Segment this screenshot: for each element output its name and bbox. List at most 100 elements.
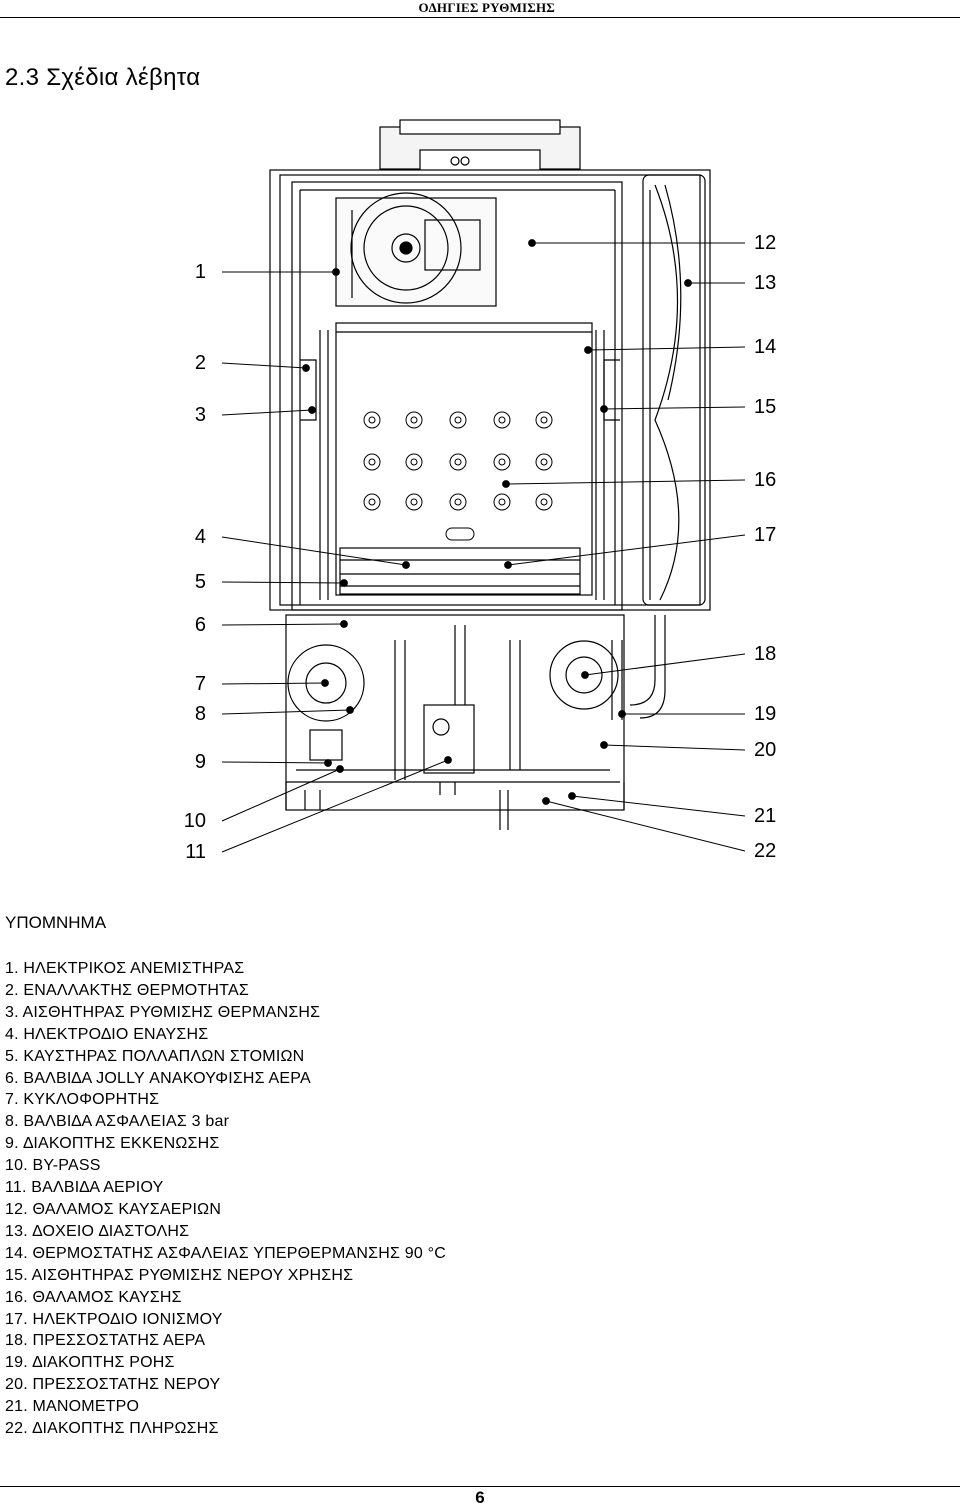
legend-item: 2. ΕΝΑΛΛΑΚΤΗΣ ΘΕΡΜΟΤΗΤΑΣ [5,981,249,999]
leader-dot [542,797,550,805]
callout-label-right: 22 [754,840,777,862]
bottom-connections [304,782,509,830]
expansion-vessel [642,174,706,606]
callout-label-left: 6 [194,614,206,636]
callout-label-left: 9 [194,751,206,773]
legend-item: 14. ΘΕΡΜΟΣΤΑΤΗΣ ΑΣΦΑΛΕΙΑΣ ΥΠΕΡΘΕΡΜΑΝΣΗΣ … [5,1244,446,1262]
leader-line [571,795,746,817]
leader-line [587,346,746,351]
section-title: 2.3 Σχέδια λέβητα [5,64,201,91]
legend-item: 11. ΒΑΛΒΙ∆Α ΑΕΡΙΟΥ [5,1179,164,1197]
leader-dot [618,710,626,718]
legend-item: 17. ΗΛΕΚΤΡΟ∆ΙΟ ΙΟΝΙΣΜΟΥ [5,1310,223,1328]
legend-item: 7. ΚΥΚΛΟΦΟΡΗΤΗΣ [5,1091,160,1109]
fan-assembly [335,192,497,307]
leader-dot [302,364,310,372]
leader-line [221,759,449,853]
burner [339,547,581,595]
page-number: 6 [475,1488,485,1507]
footer-rule [0,1486,960,1487]
legend-item: 16. ΘΑΛΑΜΟΣ ΚΑΥΣΗΣ [5,1288,182,1306]
legend-list: 1. ΗΛΕΚΤΡΙΚΟΣ ΑΝΕΜΙΣΤΗΡΑΣ 2. ΕΝΑΛΛΑΚΤΗΣ Θ… [5,958,446,1440]
legend-item: 4. ΗΛΕΚΤΡΟ∆ΙΟ ΕΝΑΥΣΗΣ [5,1025,209,1043]
leader-dot [332,268,340,276]
legend-title: ΥΠΟΜΝΗΜΑ [5,913,107,932]
callout-label-left: 8 [194,703,206,725]
legend-item: 1. ΗΛΕΚΤΡΙΚΟΣ ΑΝΕΜΙΣΤΗΡΑΣ [5,960,245,977]
burner-holes [363,411,553,541]
leader-dot [528,239,536,247]
side-pipes [300,330,620,600]
callout-label-right: 17 [754,524,777,546]
legend-item: 15. ΑΙΣΘΗΤΗΡΑΣ ΡΥΘΜΙΣΗΣ ΝΕΡΟΥ ΧΡΗΣΗΣ [5,1266,354,1284]
callout-label-left: 1 [194,261,206,283]
leader-dot [581,671,589,679]
callout-label-left: 5 [194,571,206,593]
legend-item: 18. ΠΡΕΣΣΟΣΤΑΤΗΣ ΑΕΡΑ [5,1332,206,1350]
legend-item: 19. ∆ΙΑΚΟΠΤΗΣ ΡΟΗΣ [5,1354,175,1372]
callout-label-right: 13 [754,272,777,294]
boiler-diagram [221,119,746,853]
legend-item: 13. ∆ΟΧΕΙΟ ∆ΙΑΣΤΟΛΗΣ [5,1222,190,1240]
running-header: Ο∆ΗΓΙΕΣ ΡΥΘΜΙΣΗΣ [0,0,960,18]
leader-line [221,768,341,822]
leader-dot [584,346,592,354]
header-rule [0,17,960,18]
leader-line [603,744,746,751]
leader-line [545,800,746,852]
callout-label-left: 4 [194,526,206,548]
leader-line [221,709,351,715]
leader-dot [504,561,512,569]
leader-dot [321,679,329,687]
hydraulic-group [285,614,666,811]
leader-line [221,623,345,626]
leader-dot [600,741,608,749]
leader-dot [346,706,354,714]
leader-dot [568,792,576,800]
leader-line [221,761,329,764]
legend-item: 21. ΜΑΝΟΜΕΤΡΟ [5,1398,140,1416]
leader-line [221,362,307,369]
callout-label-left: 3 [194,404,206,426]
leader-dot [308,406,316,414]
callout-label-right: 19 [754,703,777,725]
legend-item: 3. ΑΙΣΘΗΤΗΡΑΣ ΡΥΘΜΙΣΗΣ ΘΕΡΜΑΝΣΗΣ [5,1003,321,1021]
legend-item: 5. ΚΑΥΣΤΗΡΑΣ ΠΟΛΛΑΠΛΩΝ ΣΤΟΜΙΩΝ [5,1047,305,1065]
leader-dot [336,765,344,773]
leader-line [603,406,746,410]
flue-hood [379,119,581,173]
leader-dot [684,279,692,287]
callout-label-right: 18 [754,643,777,665]
callout-label-right: 12 [754,232,777,254]
legend-item: 6. ΒΑΛΒΙ∆Α JOLLY ΑΝΑΚΟΥΦΙΣΗΣ ΑΕΡΑ [5,1069,311,1087]
callout-label-right: 14 [754,336,777,358]
header-text: Ο∆ΗΓΙΕΣ ΡΥΘΜΙΣΗΣ [418,0,555,15]
legend-item: 20. ΠΡΕΣΣΟΣΤΑΤΗΣ ΝΕΡΟΥ [5,1376,221,1394]
leader-dot [444,756,452,764]
leader-dot [402,561,410,569]
callout-label-right: 16 [754,469,777,491]
leader-line [507,534,746,566]
leader-line [221,536,407,566]
callout-label-right: 15 [754,396,777,418]
leader-line [584,653,746,676]
legend-item: 9. ∆ΙΑΚΟΠΤΗΣ ΕΚΚΕΝΩΣΗΣ [5,1135,220,1153]
callout-label-right: 21 [754,805,777,827]
leader-dot [502,480,510,488]
legend-item: 22. ∆ΙΑΚΟΠΤΗΣ ΠΛΗΡΩΣΗΣ [5,1420,219,1438]
leader-line [221,581,345,584]
leader-line [221,409,313,416]
leader-line [505,479,746,485]
leader-dot [600,405,608,413]
callout-label-left: 10 [183,810,206,832]
combustion-chamber [335,322,593,596]
legend-item: 12. ΘΑΛΑΜΟΣ ΚΑΥΣΑΕΡΙΩΝ [5,1200,222,1218]
leader-dot [324,759,332,767]
callout-label-right: 20 [754,739,777,761]
leader-dot [340,620,348,628]
leader-line [221,682,326,685]
leader-dot [340,579,348,587]
legend-item: 8. ΒΑΛΒΙ∆Α ΑΣΦΑΛΕΙΑΣ 3 bar [5,1113,230,1131]
legend-item: 10. BY-PASS [5,1157,101,1175]
callout-label-left: 2 [194,352,206,374]
